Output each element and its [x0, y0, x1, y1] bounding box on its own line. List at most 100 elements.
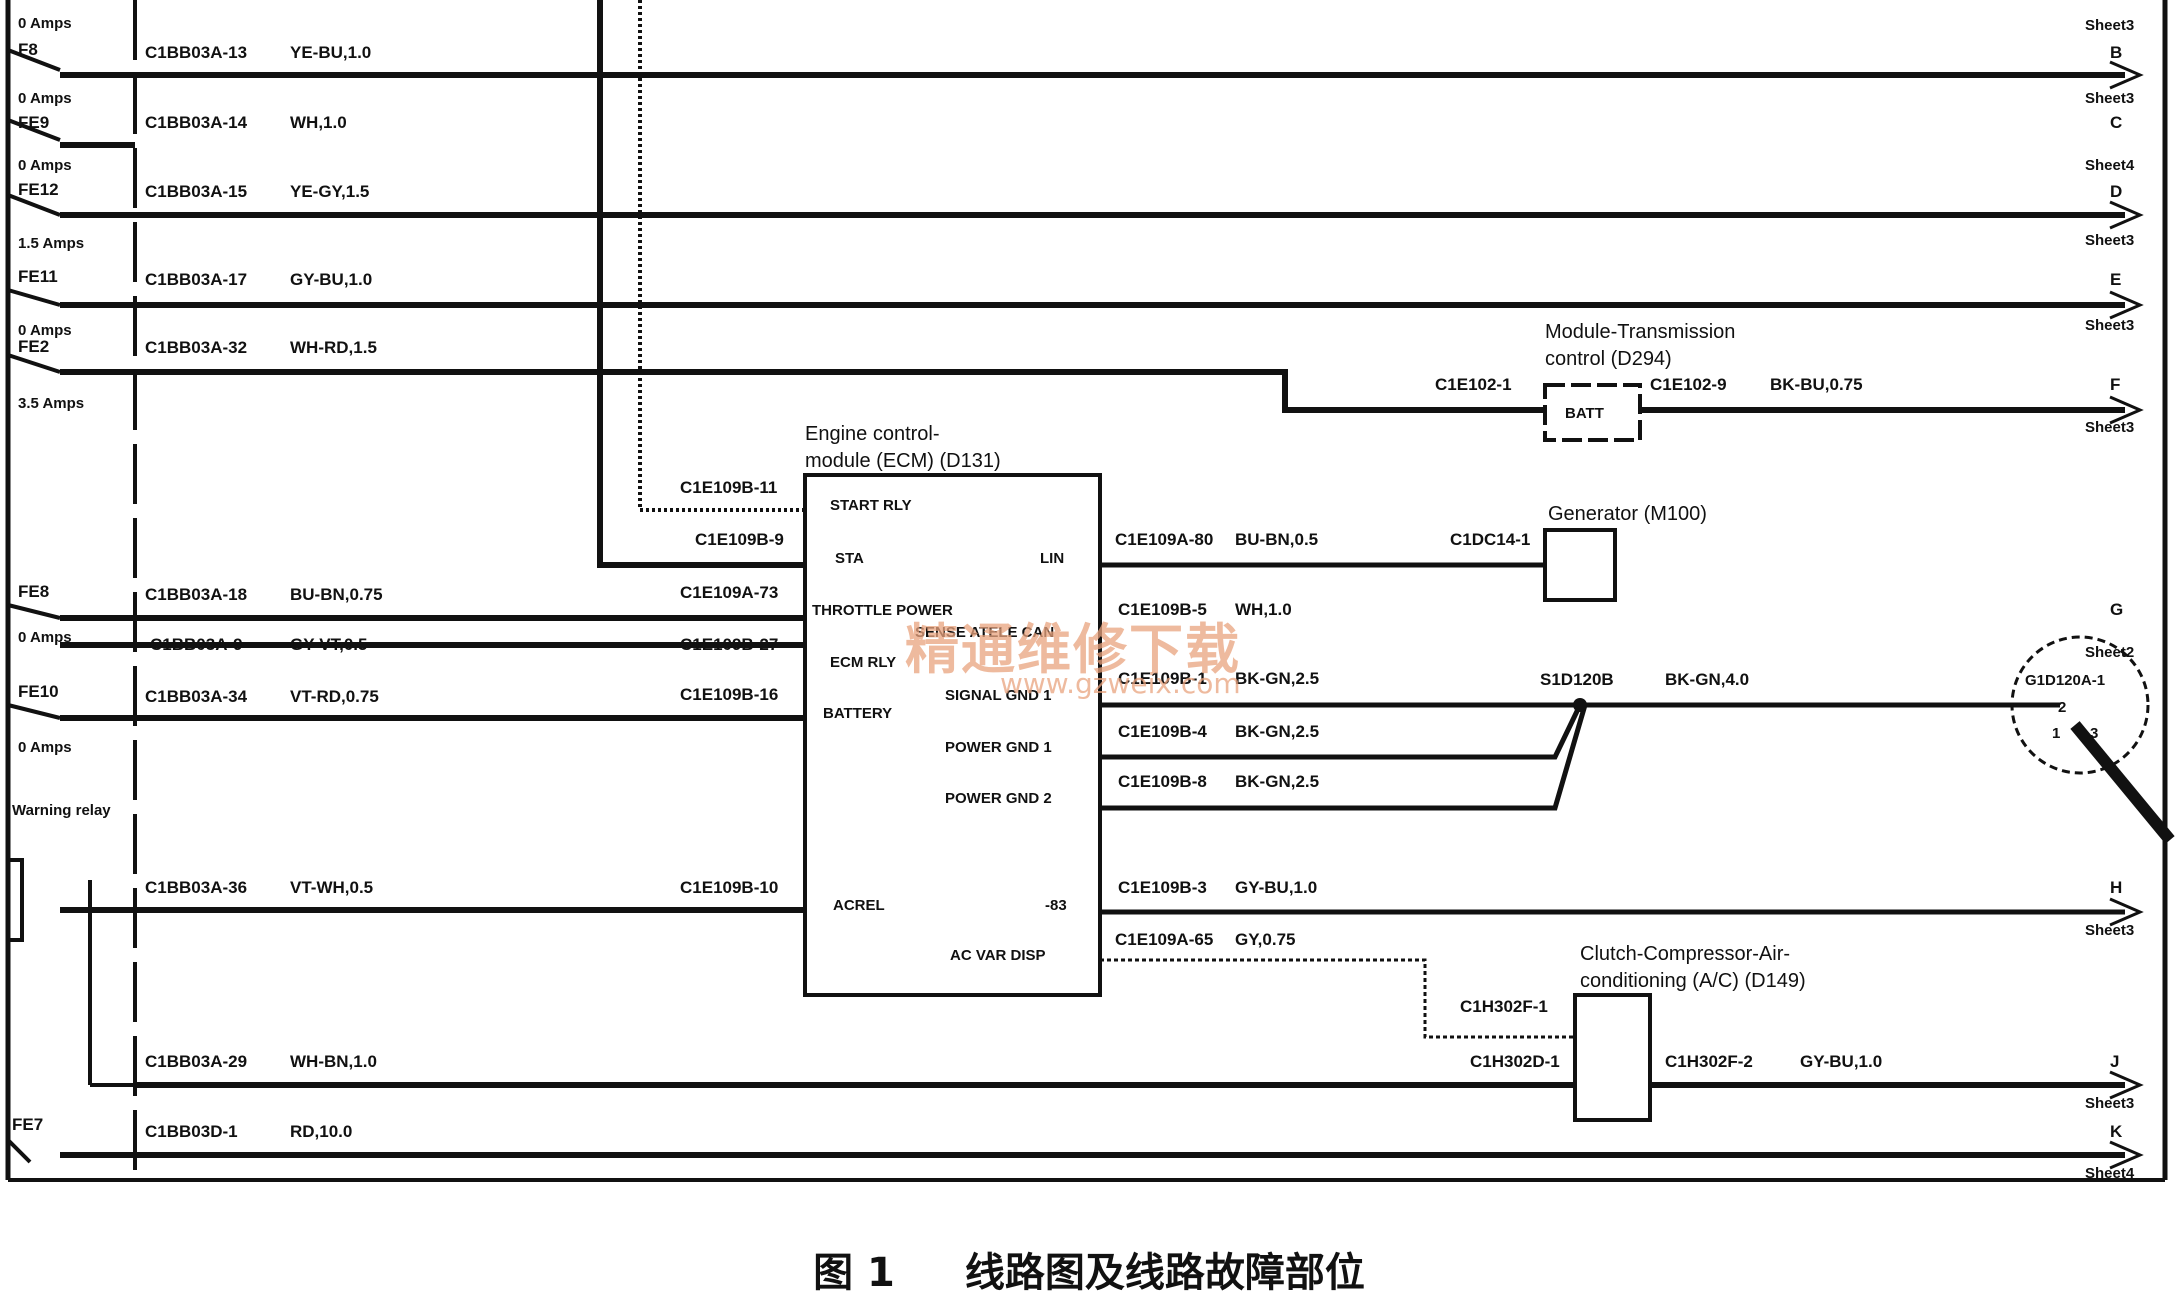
generator-box: [1543, 528, 1617, 602]
ecm-feed-wires: [597, 0, 805, 568]
fuse-label: FE11: [18, 267, 58, 286]
ecm-right-wire: BU-BN,0.5: [1235, 530, 1318, 549]
wire-spec-label: GY-VT,0.5: [290, 635, 367, 654]
ecm-right-connector: C1E109B-1: [1118, 669, 1207, 688]
connector-label: C1BB03A-18: [145, 585, 247, 604]
ecm-pin: SENSE ATELE CAN: [915, 624, 1054, 641]
connector-label: C1BB03A-14: [145, 113, 248, 132]
sheet-ref: Sheet3: [2085, 419, 2134, 436]
clutch-connector: C1H302F-2: [1665, 1052, 1753, 1071]
generator-connector: C1DC14-1: [1450, 530, 1530, 549]
harness-labels: C1BB03A-13 YE-BU,1.0 C1BB03A-14 WH,1.0 C…: [145, 43, 383, 1141]
harness-wires: [60, 72, 2125, 1158]
end-letter: D: [2110, 182, 2122, 201]
splice-point: [1573, 698, 1587, 712]
connector-label: C1BB03A-34: [145, 687, 248, 706]
sheet-ref: Sheet4: [2085, 1165, 2135, 1182]
clutch-title-2: conditioning (A/C) (D149): [1580, 970, 1806, 992]
connector-label: C1BB03A-17: [145, 270, 247, 289]
ecm-right-wire: WH,1.0: [1235, 600, 1292, 619]
wire-spec-label: VT-WH,0.5: [290, 878, 373, 897]
sheet-ref: Sheet3: [2085, 90, 2134, 107]
ecm-pin: THROTTLE POWER: [812, 602, 953, 619]
splice-wire: BK-GN,4.0: [1665, 670, 1749, 689]
sheet-ref: Sheet3: [2085, 922, 2134, 939]
ecm-pin: START RLY: [830, 497, 912, 514]
end-letter: B: [2110, 43, 2122, 62]
fault-location-circle: [2010, 635, 2150, 775]
clutch-connector: C1H302F-1: [1460, 997, 1548, 1016]
watermark-text: 精通维修下载: [905, 618, 1241, 681]
wire-spec-label: WH-RD,1.5: [290, 338, 377, 357]
wire-spec-label: YE-BU,1.0: [290, 43, 371, 62]
figure-title: 线路图及线路故障部位: [964, 1250, 1365, 1296]
generator-title: Generator (M100): [1548, 503, 1707, 525]
ecm-title: Engine control-: [805, 423, 940, 445]
ecm-labels: Engine control- module (ECM) (D131) C1E1…: [680, 423, 1319, 964]
ecm-left-connector: C1E109A-73: [680, 583, 778, 602]
end-letter: G: [2110, 600, 2123, 619]
connector-label: C1BB03A-29: [145, 1052, 247, 1071]
ecm-title-2: module (ECM) (D131): [805, 450, 1001, 472]
fuse-amps-label: 0 Amps: [18, 739, 72, 756]
ecm-pin: POWER GND 1: [945, 739, 1052, 756]
tcm-box: [1543, 383, 1642, 442]
ecm-pin: AC VAR DISP: [950, 947, 1046, 964]
fault-pointer-arrow: [2070, 721, 2175, 844]
end-letter: H: [2110, 878, 2122, 897]
connector-label: C1BB03A-15: [145, 182, 247, 201]
ecm-left-connector: C1E109B-11: [680, 478, 777, 497]
sheet-ref: Sheet2: [2085, 644, 2134, 661]
tcm-right-wire: BK-BU,0.75: [1770, 375, 1863, 394]
ecm-left-connector: C1E109B-9: [695, 530, 784, 549]
end-letter: J: [2110, 1052, 2119, 1071]
ecm-right-connector: C1E109A-80: [1115, 530, 1213, 549]
clutch-connector: C1H302D-1: [1470, 1052, 1560, 1071]
tcm-title: Module-Transmission: [1545, 321, 1735, 343]
ecm-left-connector: C1E109B-16: [680, 685, 778, 704]
ground-pin: 3: [2090, 725, 2098, 742]
sheet-ref: Sheet3: [2085, 317, 2134, 334]
tcm-title-2: control (D294): [1545, 348, 1672, 370]
end-letter: E: [2110, 270, 2121, 289]
wire-spec-label: WH,1.0: [290, 113, 347, 132]
sheet-ref: Sheet3: [2085, 17, 2134, 34]
fuse-label: FE12: [18, 180, 59, 199]
clutch-labels: Clutch-Compressor-Air- conditioning (A/C…: [1460, 943, 1882, 1071]
ecm-right-wire: BK-GN,2.5: [1235, 722, 1319, 741]
wire-spec-label: VT-RD,0.75: [290, 687, 379, 706]
ecm-right-connector: C1E109B-8: [1118, 772, 1207, 791]
wire-spec-label: YE-GY,1.5: [290, 182, 369, 201]
clutch-title: Clutch-Compressor-Air-: [1580, 943, 1790, 965]
splice-labels: S1D120B BK-GN,4.0 G1D120A-1 2 1 3: [1540, 670, 2105, 742]
fuse-amps-label: 0 Amps: [18, 157, 72, 174]
ecm-box: [803, 473, 1102, 997]
ecm-right-connector: C1E109B-5: [1118, 600, 1207, 619]
ground-connector: G1D120A-1: [2025, 672, 2105, 689]
ecm-pin: BATTERY: [823, 705, 892, 722]
ecm-right-connector: C1E109A-65: [1115, 930, 1213, 949]
ecm-right-connector: C1E109B-3: [1118, 878, 1207, 897]
end-letter: F: [2110, 375, 2120, 394]
wire-spec-label: RD,10.0: [290, 1122, 352, 1141]
sheet-ref: Sheet3: [2085, 232, 2134, 249]
wire-spec-label: WH-BN,1.0: [290, 1052, 377, 1071]
fuse-label: FE9: [18, 113, 49, 132]
fuse-label: FE10: [18, 682, 59, 701]
ecm-pin: POWER GND 2: [945, 790, 1052, 807]
connector-label: C1BB03A-9: [150, 635, 243, 654]
wire-spec-label: GY-BU,1.0: [290, 270, 372, 289]
tcm-labels: Module-Transmission control (D294) BATT …: [1435, 321, 1863, 422]
wire-spec-label: BU-BN,0.75: [290, 585, 383, 604]
ecm-right-wire: GY,0.75: [1235, 930, 1296, 949]
ecm-pin: ECM RLY: [830, 654, 896, 671]
fuse-amps-label: 0 Amps: [18, 629, 72, 646]
fuse-amps-label: 1.5 Amps: [18, 235, 84, 252]
connector-label: C1BB03D-1: [145, 1122, 238, 1141]
ground-pin: 2: [2058, 699, 2066, 716]
ecm-pin: ACREL: [833, 897, 885, 914]
ecm-right-wire: BK-GN,2.5: [1235, 669, 1319, 688]
ecm-pin: LIN: [1040, 550, 1064, 567]
fuse-amps-label: 0 Amps: [18, 90, 72, 107]
